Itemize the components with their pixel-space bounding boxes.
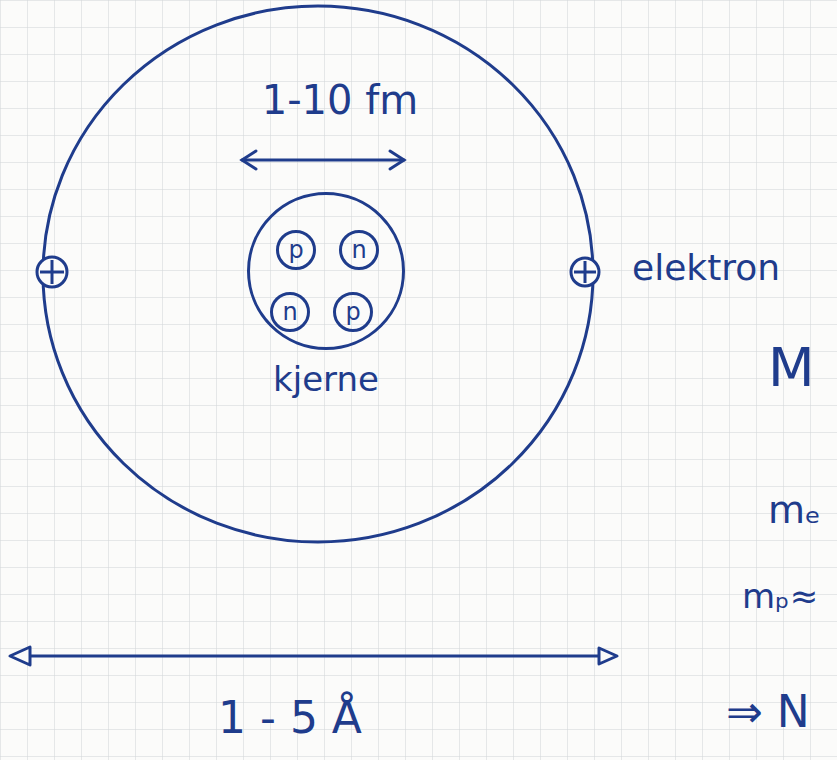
part-name: elektron (632, 248, 780, 288)
particle-letter: p (345, 300, 360, 324)
part-name: kjerne (273, 362, 379, 396)
neutron-circle: n (270, 292, 310, 332)
electron-symbol (571, 258, 599, 286)
circle-outline (249, 194, 404, 349)
nucleus-circle: kjernepnnp (247, 192, 405, 350)
electron-symbol (37, 257, 67, 287)
circle-outline (272, 294, 309, 331)
circle-outline (247, 192, 405, 350)
dimension-label: 1-10 fm (262, 78, 419, 122)
note-text: mₑ (768, 490, 821, 532)
circle-outline (278, 232, 315, 269)
note-text: mₚ≈ (742, 578, 818, 615)
proton-circle: p (276, 230, 316, 270)
note-text: M (768, 338, 815, 397)
circle-outline (341, 232, 378, 269)
dimension-arrow (10, 647, 617, 665)
neutron-circle: n (339, 230, 379, 270)
electron-orbit (43, 6, 593, 542)
note-text: ⇒ N (726, 688, 810, 736)
circle-outline (335, 294, 372, 331)
particle-letter: p (288, 238, 303, 262)
particle-letter: n (282, 300, 297, 324)
particle-letter: n (351, 238, 366, 262)
dimension-label: 1 - 5 Å (218, 694, 362, 742)
dimension-arrow (242, 151, 404, 169)
proton-circle: p (333, 292, 373, 332)
